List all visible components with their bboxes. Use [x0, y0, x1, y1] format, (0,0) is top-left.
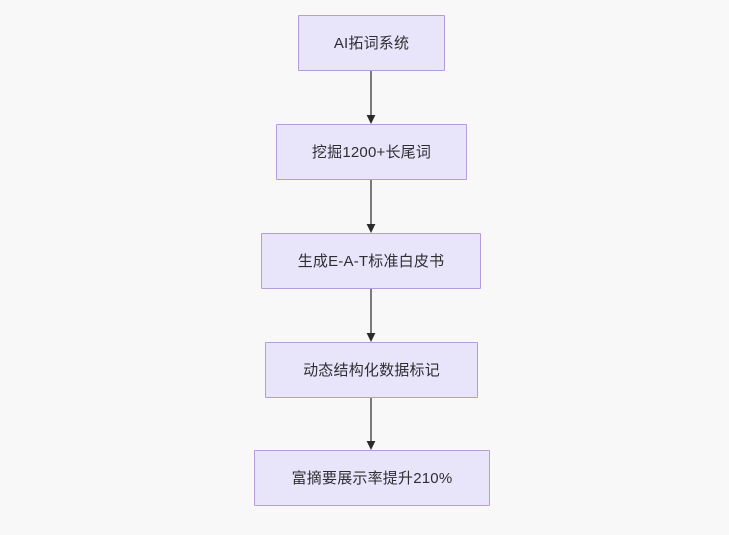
flow-node-rich-snippet-impression-lift[interactable]: 富摘要展示率提升210% [254, 450, 490, 506]
edge-connector-2 [364, 180, 378, 233]
flow-node-label: AI拓词系统 [333, 34, 410, 52]
flow-node-label: 生成E-A-T标准白皮书 [297, 252, 445, 270]
flow-node-label: 挖掘1200+长尾词 [311, 143, 432, 161]
flow-node-label: 富摘要展示率提升210% [291, 469, 453, 487]
flow-node-dynamic-structured-data-markup[interactable]: 动态结构化数据标记 [265, 342, 478, 398]
flow-node-generate-eat-whitepaper[interactable]: 生成E-A-T标准白皮书 [261, 233, 481, 289]
flow-node-ai-keyword-system[interactable]: AI拓词系统 [298, 15, 445, 71]
edge-connector-4 [364, 398, 378, 450]
edge-connector-3 [364, 289, 378, 342]
edge-connector-1 [364, 71, 378, 124]
flow-node-mine-longtail-keywords[interactable]: 挖掘1200+长尾词 [276, 124, 467, 180]
flow-node-label: 动态结构化数据标记 [303, 361, 440, 379]
